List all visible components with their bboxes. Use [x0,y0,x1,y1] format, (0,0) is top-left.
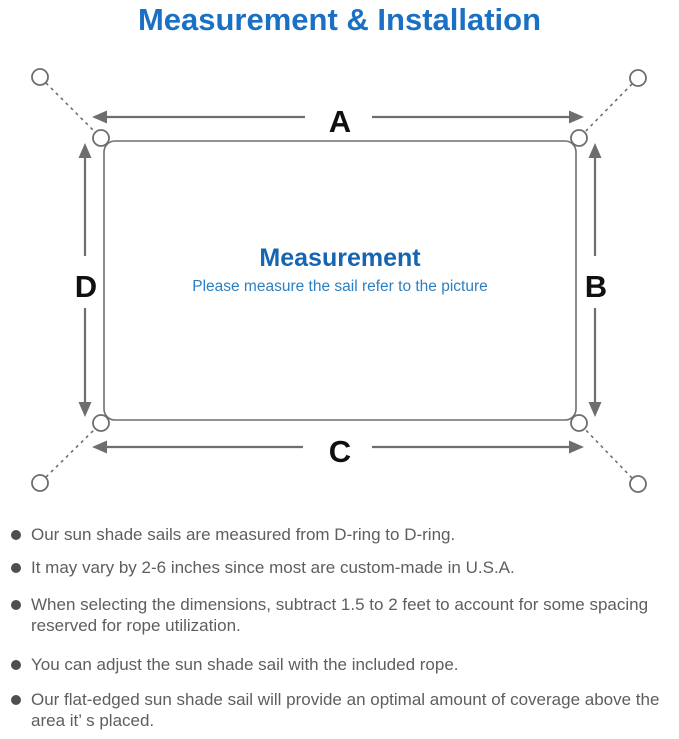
d-ring-icon-top-left [92,129,110,147]
tether-line-bottom-left [45,423,101,478]
tether-line-top-left [45,82,101,138]
tether-line-bottom-right [579,423,633,479]
dimension-label-b: B [585,269,607,304]
note-text: It may vary by 2-6 inches since most are… [31,558,515,577]
dimension-arrow-b [588,143,602,417]
d-ring-icon-top-right [570,129,588,147]
bullet-icon [11,660,21,670]
note-item: It may vary by 2-6 inches since most are… [10,557,670,578]
sail-measurement-diagram: A B C D [31,68,647,493]
sail-outline [103,140,577,421]
dimension-arrow-c [92,440,584,454]
tether-line-top-right [579,83,633,138]
bullet-icon [11,563,21,573]
anchor-ring-icon-bottom-right [629,475,647,493]
dimension-arrow-d [78,143,92,417]
note-item: Our sun shade sails are measured from D-… [10,524,670,545]
dimension-label-c: C [329,434,351,469]
d-ring-icon-bottom-right [570,414,588,432]
anchor-ring-icon-bottom-left [31,474,49,492]
dimension-arrow-a [92,110,584,124]
note-item: You can adjust the sun shade sail with t… [10,654,670,675]
note-text: When selecting the dimensions, subtract … [31,595,649,635]
bullet-icon [11,530,21,540]
note-text: Our flat-edged sun shade sail will provi… [31,690,660,730]
dimension-label-a: A [329,104,351,139]
note-text: You can adjust the sun shade sail with t… [31,655,459,674]
d-ring-icon-bottom-left [92,414,110,432]
note-item: When selecting the dimensions, subtract … [10,594,670,636]
notes-list: Our sun shade sails are measured from D-… [10,524,670,731]
note-text: Our sun shade sails are measured from D-… [31,525,456,544]
anchor-ring-icon-top-right [629,69,647,87]
bullet-icon [11,695,21,705]
dimension-label-d: D [75,269,97,304]
page-title: Measurement & Installation [137,2,542,37]
bullet-icon [11,600,21,610]
note-item: Our flat-edged sun shade sail will provi… [10,689,670,731]
anchor-ring-icon-top-left [31,68,49,86]
